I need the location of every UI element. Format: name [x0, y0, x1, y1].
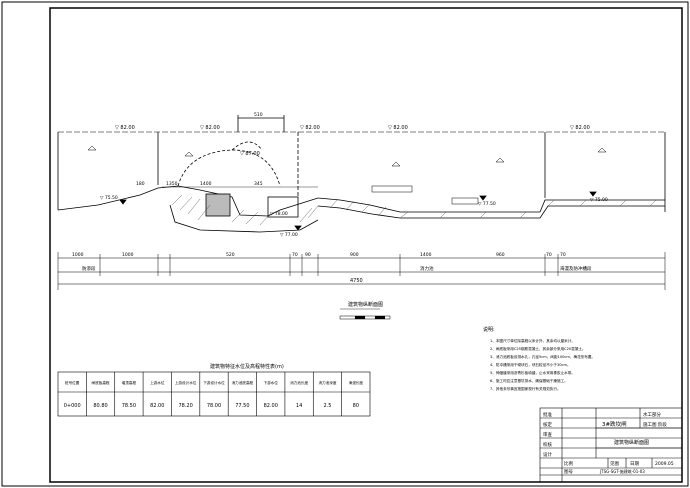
tb-scale-value: 见图: [610, 461, 619, 467]
table-value-cell: 14: [296, 403, 302, 409]
apron-hatch: [329, 198, 657, 219]
dim-top-6: 1400: [420, 252, 432, 258]
level-downstream: ▽ 82.00: [388, 125, 408, 131]
level-ds-b: ▽ 77.00: [280, 232, 298, 238]
note-line: 2、闸底板采用C25钢筋混凝土，其余部分采用C20混凝土。: [490, 346, 586, 351]
dim-top-9: 70: [560, 252, 566, 258]
dim-upper-0: 1350: [166, 181, 178, 187]
dim-upper-3: 510: [254, 112, 263, 118]
scale-bar: 建筑物纵断面图: [339, 301, 391, 320]
dim-top-7: 960: [496, 252, 505, 258]
dim-upper-2: 345: [254, 181, 263, 187]
title-block-row-label: 批准: [543, 411, 552, 418]
table-value-cell: 77.50: [235, 403, 249, 409]
dim-top-8: 70: [546, 252, 552, 258]
dimension-chain: [57, 252, 666, 290]
note-line: 5、伸缩缝采用沥青杉板填缝，止水采用橡胶止水带。: [490, 370, 575, 375]
title-block-row-label: 核定: [543, 421, 552, 428]
note-line: 3、消力池底板设排水孔，孔径5cm，间距100cm，梅花形布置。: [490, 354, 595, 359]
tb-number-value: JTSG-SGT-施建筑-01-03: [599, 468, 645, 474]
title-block-row-label: 设计: [543, 451, 552, 458]
note-line: 6、施工时应注意基坑排水，确保基础干燥施工。: [490, 378, 568, 383]
tb-project: 水工部分: [643, 411, 661, 418]
table-value-cell: 78.00: [207, 403, 221, 409]
tb-number-label: 图号: [564, 469, 573, 475]
table-value-cell: 2.5: [323, 403, 331, 409]
tb-date-value: 2009.05: [655, 461, 674, 467]
dim-upper-4: 180: [136, 181, 145, 187]
inner-border: [49, 7, 683, 483]
level-ds-a: ▽ 78.00: [270, 211, 288, 217]
table-header-cell: 闸底板高程: [92, 380, 110, 385]
table-header-cell: 上游水位: [150, 380, 165, 385]
table-header-cell: 消力池深度: [318, 380, 336, 385]
level-arch-top: ▽ 82.00: [300, 125, 320, 131]
dim-upper-1: 1400: [200, 181, 212, 187]
ground-label-2: 海漫及防冲槽段: [560, 265, 592, 272]
profile-section: [57, 115, 666, 233]
soil-symbols: [87, 145, 607, 167]
table-value-cell: 82.00: [150, 403, 164, 409]
level-right: ▽ 82.00: [570, 125, 590, 131]
tb-scale-label: 比例: [564, 460, 573, 467]
dim-total: 4750: [350, 278, 363, 284]
notes-title: 说明:: [483, 326, 495, 333]
tb-drawing-name: 建筑物纵断面图: [614, 439, 649, 446]
table-value-cell: 82.00: [264, 403, 278, 409]
table-grid: 桩号位置 0+000 闸底板高程 80.80 堰顶高程 78.50 上游水位 82.00 上游设…: [64, 372, 364, 416]
dim-top-0: 1000: [72, 252, 84, 258]
table-value-cell: 0+000: [64, 403, 81, 409]
tb-date-label: 日期: [630, 461, 639, 467]
table-header-cell: 消力池长度: [290, 380, 308, 385]
table-value-cell: 80: [353, 403, 359, 409]
dim-top-3: 70: [292, 252, 298, 258]
level-left-low: ▽ 75.50: [100, 195, 118, 201]
note-line: 4、防冲槽采用干砌块石，块石粒径不小于30cm。: [490, 362, 571, 367]
table-header-cell: 下游水位: [264, 380, 279, 385]
level-upstream: ▽ 82.00: [115, 125, 135, 131]
dim-top-2: 520: [226, 252, 235, 258]
ground-label-1: 消力池: [420, 265, 434, 272]
notes-list: 1、本图尺寸单位除高程以米计外，其余均以厘米计。 2、闸底板采用C25钢筋混凝土，…: [490, 338, 595, 391]
table-header-cell: 下游设计水位: [203, 380, 225, 385]
level-ds-d: ▽ 75.00: [590, 197, 608, 203]
tb-org: 3#跌坎闸: [602, 420, 627, 428]
ground-label-0: 防渗段: [82, 265, 96, 272]
table-header-cell: 消力池底高程: [232, 380, 254, 385]
dim-top-4: 90: [305, 252, 311, 258]
dim-top-1: 1000: [122, 252, 134, 258]
table-header-cell: 堰顶高程: [122, 380, 137, 385]
upper-dims: 1350 1400 345 510 180: [136, 112, 318, 188]
table-value-cell: 80.80: [93, 403, 107, 409]
note-line: 1、本图尺寸单位除高程以米计外，其余均以厘米计。: [490, 338, 575, 343]
tb-stage: 施工图 阶段: [643, 421, 667, 428]
table-header-cell: 海漫长度: [349, 380, 364, 385]
characteristic-table: [57, 371, 371, 417]
dim-top-5: 900: [350, 252, 359, 258]
table-value-cell: 78.50: [122, 403, 136, 409]
note-line: 7、其他未尽事宜按国家现行有关规范执行。: [490, 386, 561, 391]
title-block: [539, 407, 683, 483]
foundation-hatch: [171, 194, 319, 226]
table-value-cell: 78.20: [178, 403, 192, 409]
title-block-row-label: 校核: [543, 441, 552, 448]
table-header-cell: 上游设计水位: [175, 380, 197, 385]
table-header-cell: 桩号位置: [65, 380, 80, 385]
level-ds-c: ▽ 77.50: [478, 201, 496, 207]
scale-title: 建筑物纵断面图: [348, 301, 383, 308]
table-title: 建筑物特征水位及高程特性表(m): [210, 363, 284, 370]
level-inner: ▽ 87.00: [240, 151, 260, 157]
level-crest: ▽ 82.00: [200, 125, 220, 131]
title-block-row-label: 审查: [543, 431, 552, 438]
